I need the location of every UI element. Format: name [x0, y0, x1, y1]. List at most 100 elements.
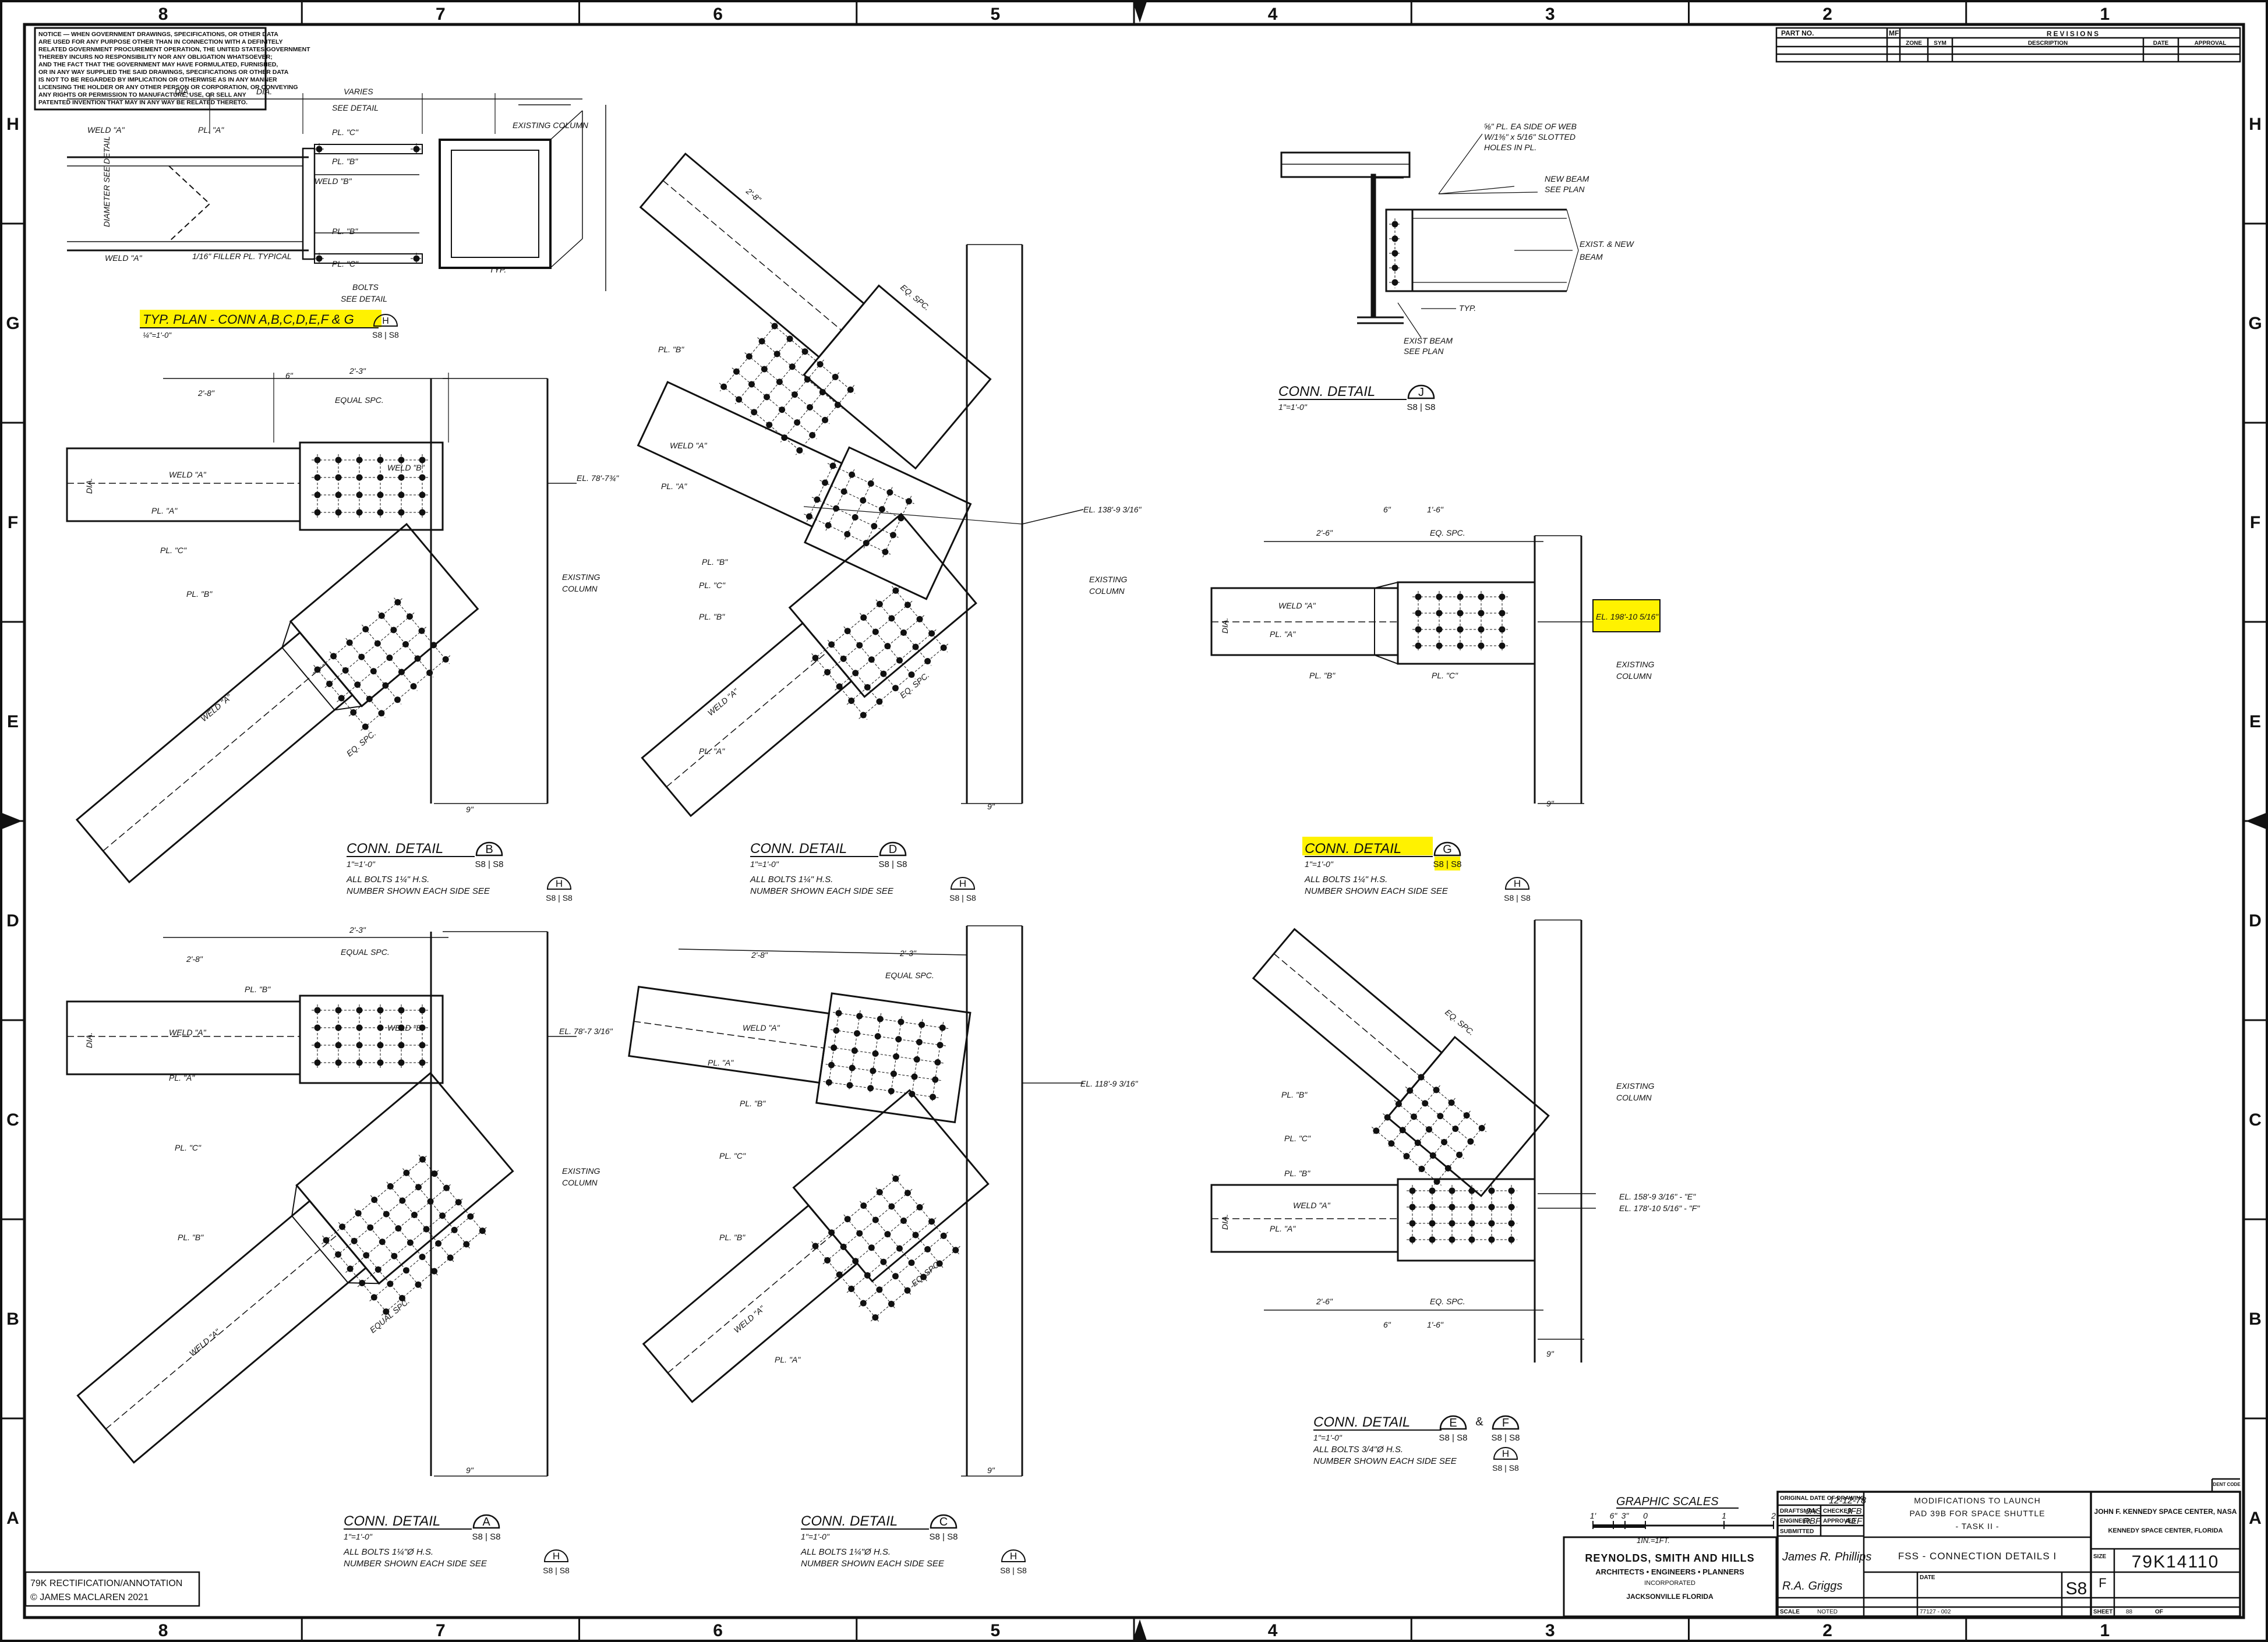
detail-bubble-letter: G	[1443, 843, 1452, 856]
detail-j-note: SEE PLAN	[1545, 185, 1585, 194]
label-pl-c: PL. "C"	[160, 546, 187, 555]
label-pl-b: PL. "B"	[740, 1099, 766, 1108]
label-dim-1-6: 1'-6"	[1427, 505, 1444, 514]
scale-value: NOTED	[1817, 1609, 1838, 1615]
draftsman-label: DRAFTSMAN	[1780, 1508, 1817, 1514]
centering-arrow	[2245, 812, 2267, 830]
submitted-label: SUBMITTED	[1780, 1528, 1814, 1535]
label-dim-2-6: 2'-6"	[1316, 1297, 1333, 1306]
firm-inc: INCORPORATED	[1644, 1580, 1695, 1587]
detail-scale: 1"=1'-0"	[344, 1532, 373, 1541]
bolt-line	[348, 641, 439, 717]
bolt	[367, 1224, 374, 1231]
label-weld-a: WELD "A"	[188, 1326, 222, 1358]
label-varies: VARIES	[344, 87, 373, 96]
notice-line: THEREBY INCURS NO RESPONSIBILITY NOR ANY…	[38, 54, 273, 61]
notice-line: RELATED GOVERNMENT PROCUREMENT OPERATION…	[38, 46, 310, 53]
bolt-line	[750, 346, 809, 417]
label-equal-spc: EQUAL SPC.	[885, 971, 934, 980]
highlight-el-g	[1592, 599, 1661, 632]
detail-ef-el2: EL. 178'-10 5/16" - "F"	[1619, 1204, 1700, 1213]
bolt	[892, 1273, 899, 1280]
detail-bubble-sheets: S8 | S8	[930, 1532, 958, 1542]
zone-column-label: 7	[436, 1621, 446, 1640]
detail-note: NUMBER SHOWN EACH SIDE SEE	[344, 1559, 487, 1569]
label-eq-spc: EQ. SPC.	[1430, 1297, 1465, 1306]
bolt-line	[890, 1016, 902, 1097]
bolt-line	[892, 1174, 960, 1255]
bolt-line	[381, 1226, 487, 1316]
see-bubble-letter: H	[1514, 878, 1521, 889]
label-existing: EXISTING	[1616, 660, 1654, 669]
typ-plan-bolts	[313, 143, 422, 264]
bolt-line	[345, 1184, 451, 1273]
mf-label: MF	[1889, 29, 1899, 37]
label-see-detail: SEE DETAIL	[332, 103, 379, 112]
label-pl-c: PL. "C"	[1284, 1134, 1311, 1143]
signature-2: R.A. Griggs	[1782, 1580, 1842, 1593]
label-pl-a: PL. "A"	[151, 506, 178, 515]
detail-d-el: EL. 138'-9 3/16"	[1083, 505, 1142, 514]
label-weld-a: WELD "A"	[743, 1023, 780, 1032]
bubble-highlight	[1435, 857, 1460, 870]
notice-line: ANY RIGHTS OR PERMISSION TO MANUFACTURE,…	[38, 91, 246, 98]
bolt-line	[846, 629, 937, 705]
rev-approval-header: APPROVAL	[2195, 40, 2227, 47]
detail-note: ALL BOLTS 1¼" H.S.	[750, 875, 833, 884]
bolt	[853, 1030, 860, 1037]
notice-box: NOTICE — WHEN GOVERNMENT DRAWINGS, SPECI…	[34, 27, 310, 111]
zone-column-label: 6	[713, 5, 723, 24]
detail-bubble-letter: D	[889, 843, 897, 856]
label-weld-a: WELD "A"	[1278, 601, 1316, 610]
see-bubble-sheets: S8 | S8	[1492, 1463, 1519, 1473]
bolt-line	[1403, 1098, 1456, 1161]
label-column: COLUMN	[1616, 671, 1652, 681]
detail-b-bolts	[312, 454, 451, 732]
label-column: COLUMN	[562, 584, 598, 593]
label-weld-a: WELD "A"	[169, 470, 207, 479]
checker-label: CHECKER	[1823, 1508, 1852, 1514]
detail-bubble-sheets: S8 | S8	[1407, 402, 1436, 412]
label-filler: 1/16" FILLER PL. TYPICAL	[192, 252, 292, 261]
revisions-table	[1775, 27, 2241, 63]
bolt-line	[845, 478, 874, 540]
bolt-line	[835, 1203, 925, 1279]
bolt-line	[338, 1222, 407, 1303]
centering-arrow	[1132, 1, 1147, 23]
bolt-line	[846, 1218, 937, 1293]
bolt	[868, 656, 875, 663]
zone-row-label: F	[8, 513, 18, 532]
project-line-3: - TASK II -	[1955, 1521, 1999, 1531]
label-dim-2-8: 2'-8"	[751, 950, 768, 960]
detail-j-drawing	[1280, 133, 1579, 338]
detail-j-note: HOLES IN PL.	[1484, 143, 1536, 152]
label-dim-9: 9"	[1546, 799, 1555, 808]
original-date-label: ORIGINAL DATE OF DRAWING	[1780, 1495, 1865, 1502]
size-label: SIZE	[2093, 1553, 2107, 1560]
bolt-line	[765, 359, 824, 430]
label-eq-spc: EQ. SPC.	[1443, 1007, 1476, 1037]
bolt	[867, 1085, 874, 1092]
bolt-line	[830, 1029, 946, 1046]
title-highlight	[1302, 837, 1433, 855]
rev-sym-header: SYM	[1934, 40, 1946, 47]
detail-note: ALL BOLTS 1¼" H.S.	[1304, 875, 1387, 884]
zone-column-label: 7	[436, 5, 446, 24]
detail-d-drawing	[637, 152, 1084, 818]
sheet-label: SHEET	[2093, 1609, 2112, 1615]
label-dim-2-3: 2'-3"	[899, 949, 917, 958]
label-pl-b: PL. "B"	[1281, 1090, 1308, 1099]
label-pl-b: PL. "B"	[1309, 671, 1336, 680]
credit-line-2: © JAMES MACLAREN 2021	[30, 1593, 149, 1602]
see-bubble	[543, 1549, 569, 1562]
graphic-scales-title: GRAPHIC SCALES	[1616, 1495, 1719, 1508]
label-pl-c: PL. "C"	[719, 1151, 746, 1160]
detail-j-note: SEE PLAN	[1404, 346, 1444, 356]
label-equal-spc: EQ. SPC.	[345, 728, 378, 758]
bolt-line	[827, 1227, 896, 1309]
detail-note: ALL BOLTS 1¼"Ø H.S.	[343, 1547, 433, 1557]
